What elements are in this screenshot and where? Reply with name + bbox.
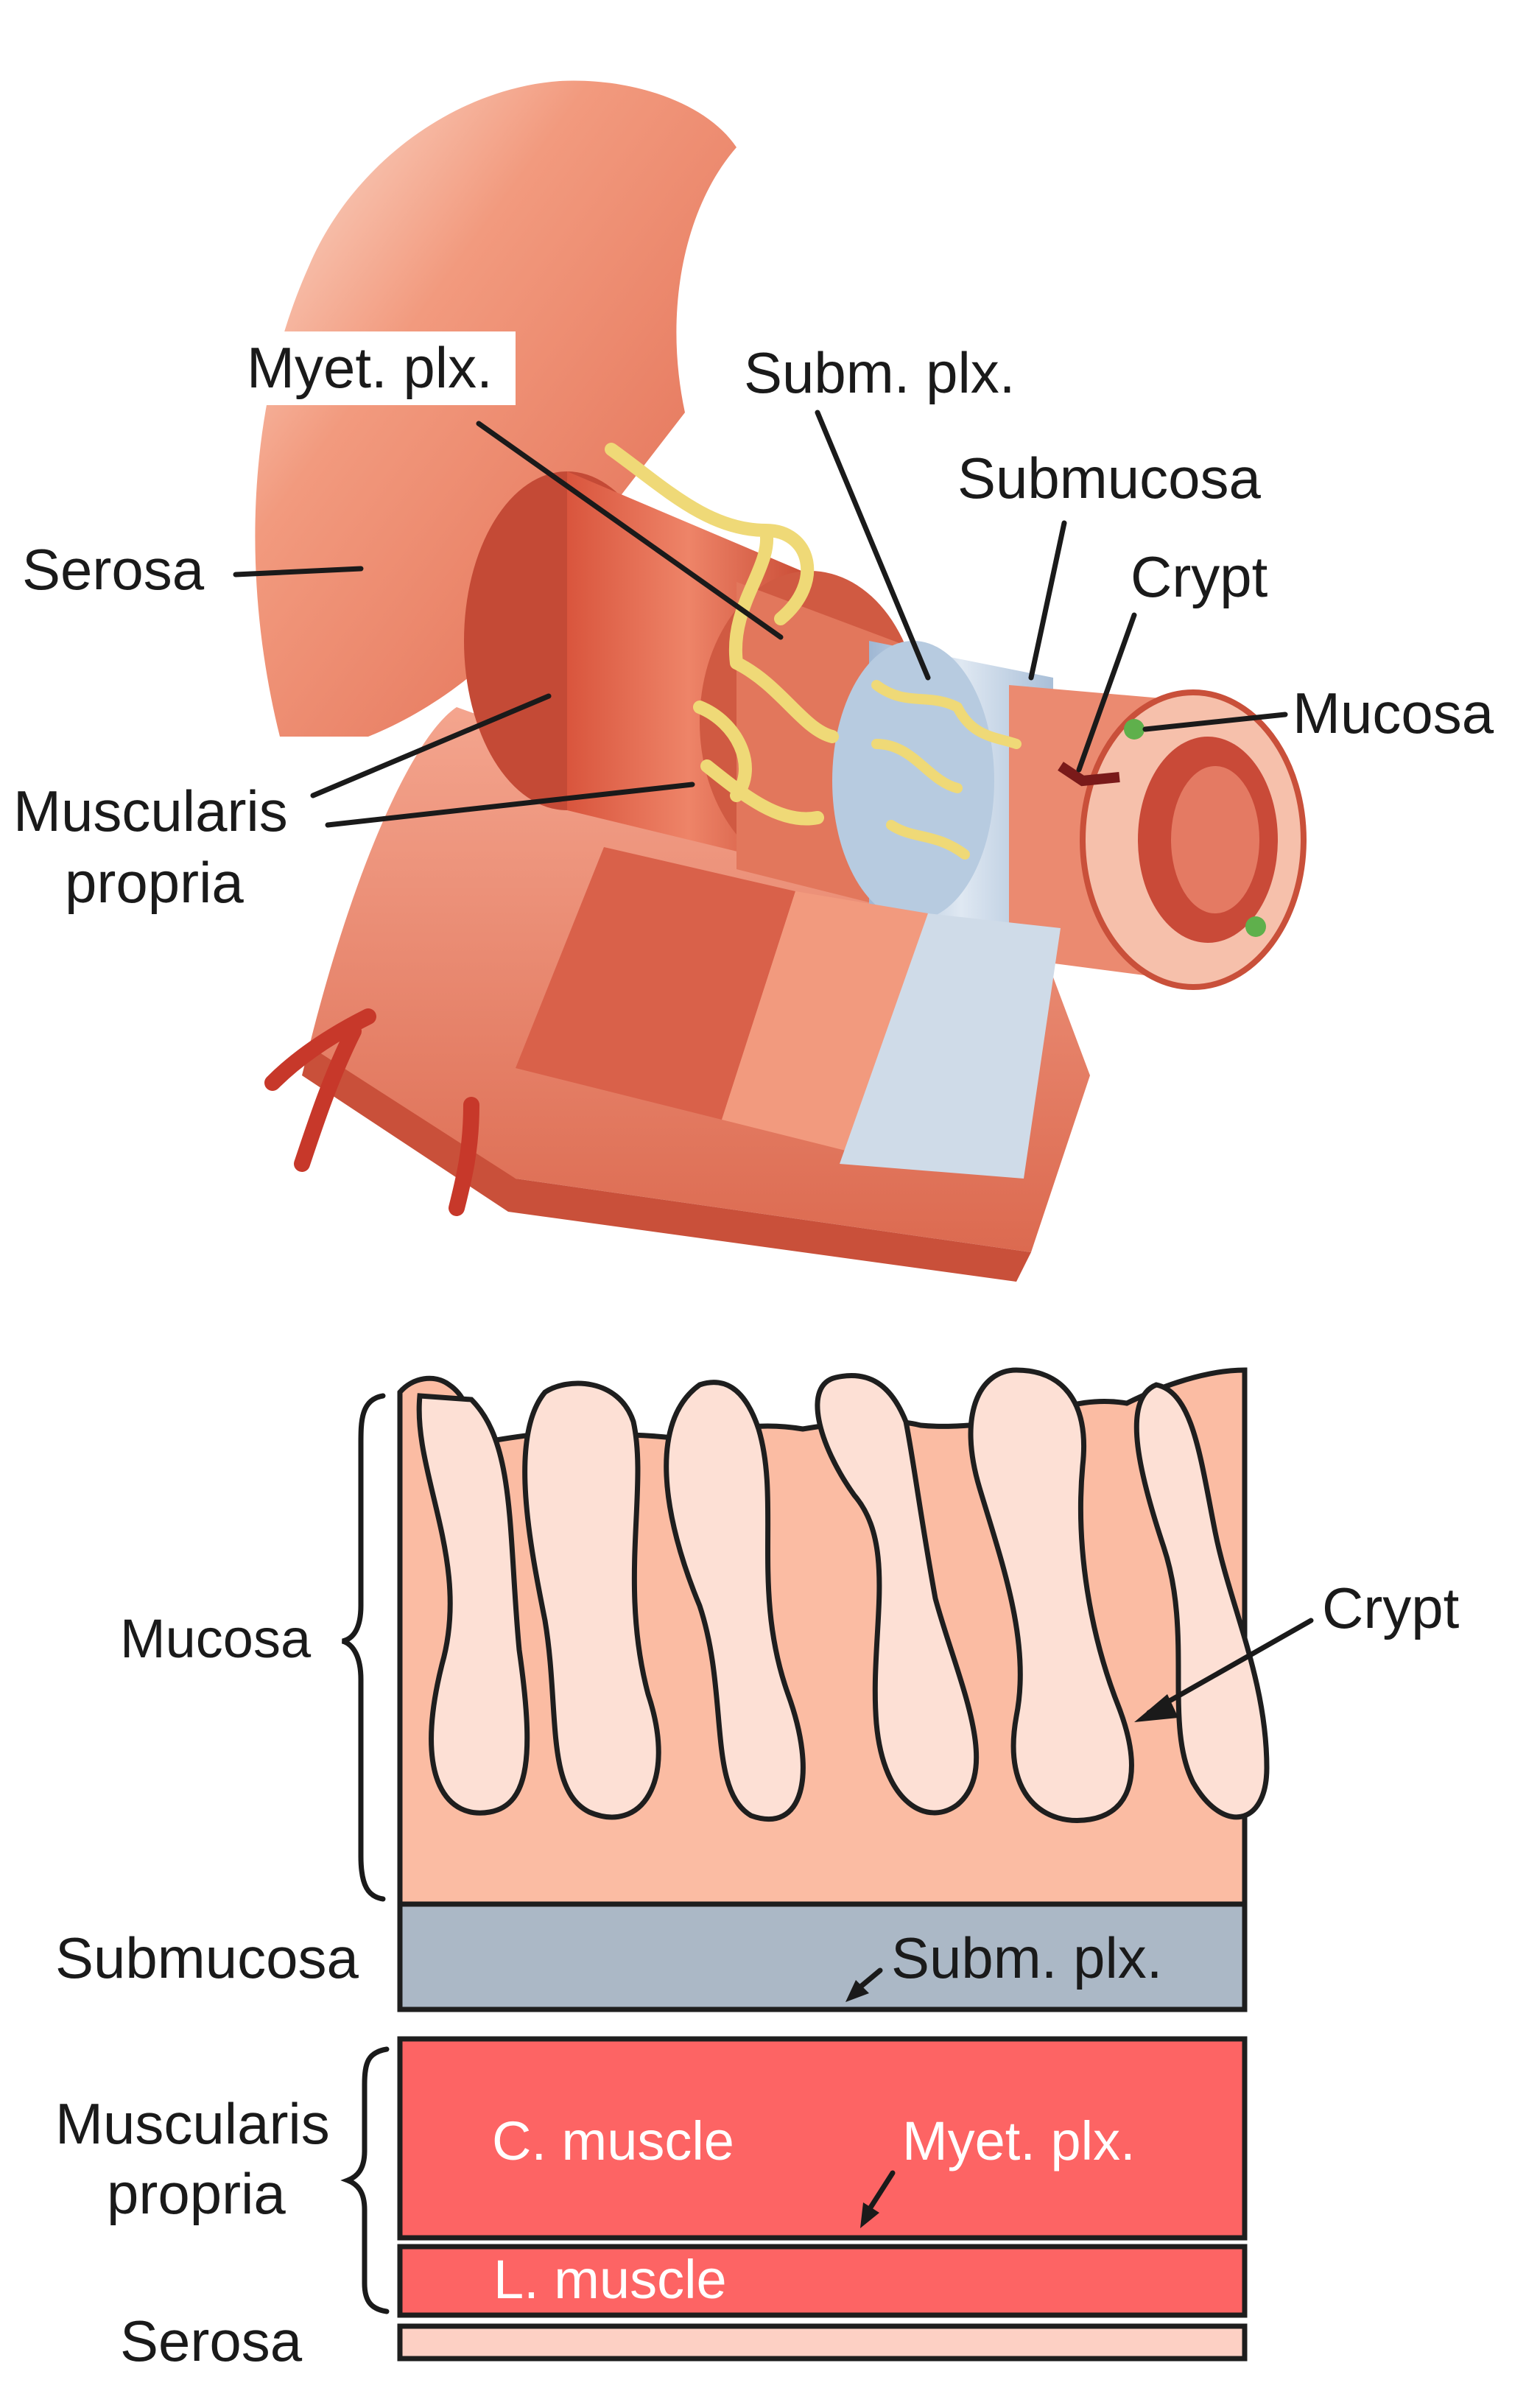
label-submucosa-bottom: Submucosa xyxy=(55,1925,359,1990)
leader-serosa-top xyxy=(233,566,364,577)
longitudinal-muscle-layer xyxy=(397,2244,1248,2318)
label-muscularis-bottom-1: Muscularis xyxy=(55,2091,330,2156)
muscularis-brace xyxy=(340,2046,390,2314)
label-myet-plx: Myet. plx. xyxy=(247,335,493,400)
myet-plx-label-bg xyxy=(243,331,516,405)
leader-subm-plx xyxy=(815,410,931,681)
arrow-subm-plx-head xyxy=(845,1980,869,2002)
arrow-crypt-head xyxy=(1134,1694,1178,1722)
leader-myet-plx xyxy=(476,421,784,640)
crypt xyxy=(416,1393,530,1816)
leader-submucosa xyxy=(1028,520,1067,681)
serosa-layer xyxy=(397,2323,1248,2362)
crypt xyxy=(522,1380,661,1820)
crypt xyxy=(1133,1382,1270,1820)
label-subm-plx: Subm. plx. xyxy=(744,340,1015,405)
bottom-labels: Mucosa Crypt Submucosa Subm. plx. Muscul… xyxy=(55,1576,1460,2373)
label-mucosa-bottom: Mucosa xyxy=(120,1608,312,1669)
label-muscularis-top-1: Muscularis xyxy=(13,779,288,843)
crypt xyxy=(815,1373,980,1816)
muscle-strip-1 xyxy=(516,847,795,1120)
top-labels: Myet. plx. Subm. plx. Submucosa Crypt Mu… xyxy=(13,331,1494,915)
lumen-inner xyxy=(1171,766,1259,913)
crypt xyxy=(968,1367,1134,1823)
label-c-muscle: C. muscle xyxy=(492,2110,734,2171)
braces xyxy=(340,1393,390,2314)
mucosa-marker xyxy=(1124,719,1145,740)
label-l-muscle: L. muscle xyxy=(493,2249,727,2310)
intestine-illustration xyxy=(255,80,1307,1282)
leader-muscularis-a xyxy=(310,693,552,798)
label-serosa-bottom: Serosa xyxy=(120,2309,303,2373)
arrow-myet-plx xyxy=(866,2170,896,2213)
arrow-subm-plx xyxy=(855,1967,883,1992)
wall-schematic xyxy=(397,1367,1270,2362)
arrow-myet-plx-head xyxy=(860,2202,879,2228)
submucosal-plexus-nerves xyxy=(871,680,1022,860)
circular-muscle-layer xyxy=(397,2036,1248,2241)
base-slab-edge xyxy=(302,1046,1031,1282)
leader-crypt-top xyxy=(1076,612,1137,773)
leader-muscularis-b xyxy=(325,782,695,828)
submucosa-layer xyxy=(397,1901,1248,2012)
mucosa-brace xyxy=(341,1393,386,1902)
label-mucosa-top: Mucosa xyxy=(1293,681,1494,745)
leader-mucosa-top xyxy=(1142,712,1288,732)
myenteric-plexus-nerves xyxy=(605,443,839,826)
label-muscularis-top-2: propria xyxy=(65,850,244,915)
curved-intestine-body xyxy=(255,80,736,737)
arrow-crypt xyxy=(1146,1618,1314,1716)
label-muscularis-bottom-2: propria xyxy=(107,2161,286,2226)
label-crypt-top: Crypt xyxy=(1131,544,1268,609)
crypt-marker xyxy=(1058,762,1120,787)
crypt xyxy=(664,1380,806,1822)
blood-vessel xyxy=(264,1008,479,1216)
submucosa-strip xyxy=(840,913,1061,1179)
submucosa-cut-face xyxy=(832,641,994,921)
label-crypt-bottom: Crypt xyxy=(1322,1576,1460,1640)
label-submucosa: Submucosa xyxy=(957,446,1262,510)
label-myet-plx-bottom: Myet. plx. xyxy=(902,2110,1136,2171)
label-serosa-top: Serosa xyxy=(22,537,205,602)
label-subm-plx-bottom: Subm. plx. xyxy=(891,1925,1162,1990)
mucosa-marker xyxy=(1245,916,1266,937)
